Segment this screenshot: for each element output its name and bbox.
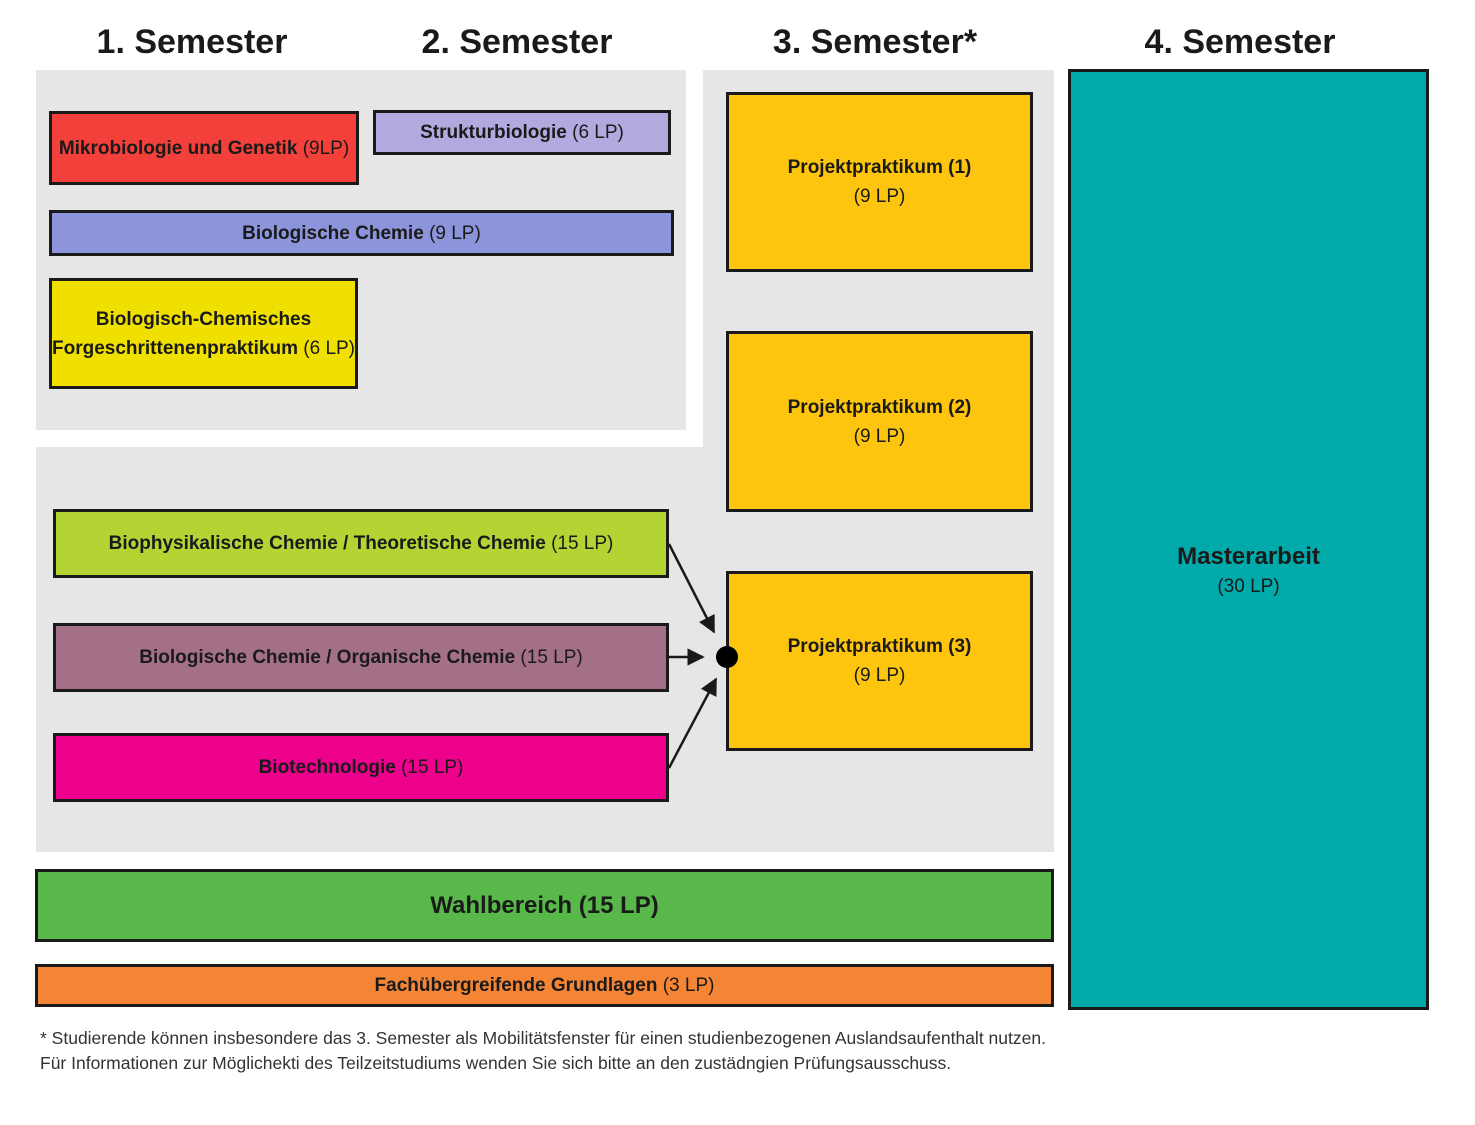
semester-3-header: 3. Semester* (772, 23, 978, 61)
module-name: Masterarbeit (1177, 543, 1320, 570)
semester-1-header: 1. Semester (96, 23, 288, 61)
module-organische-chemie: Biologische Chemie / Organische Chemie (… (53, 623, 669, 692)
module-name: Biologische Chemie / Organische Chemie (139, 647, 516, 668)
module-name: Projektpraktikum (3) (787, 636, 972, 657)
module-credits: (15 LP) (551, 533, 614, 554)
footnote-line-2: Für Informationen zur Möglichekti des Te… (40, 1053, 952, 1073)
module-name: Fachübergreifende Grundlagen (374, 975, 658, 996)
module-name: Biotechnologie (258, 757, 396, 778)
module-strukturbiologie: Strukturbiologie (6 LP) (373, 110, 671, 155)
module-projektpraktikum-3: Projektpraktikum (3) (9 LP) (726, 571, 1033, 751)
module-biophysikalische-chemie: Biophysikalische Chemie / Theoretische C… (53, 509, 669, 578)
module-name-line1: Biologisch-Chemisches (95, 308, 312, 330)
module-biotechnologie: Biotechnologie (15 LP) (53, 733, 669, 802)
module-credits: (30 LP) (1217, 576, 1280, 597)
module-name: Biophysikalische Chemie / Theoretische C… (108, 533, 546, 554)
arrow-biotech (667, 677, 718, 769)
module-name: Mikrobiologie und Genetik (58, 137, 298, 159)
module-name: Strukturbiologie (420, 122, 567, 143)
module-name-line2: Forgeschrittenenpraktikum (51, 337, 298, 359)
module-credits: (3 LP) (662, 975, 715, 996)
module-fachuebergreifende-grundlagen: Fachübergreifende Grundlagen (3 LP) (35, 964, 1054, 1007)
module-name: Biologische Chemie (242, 222, 424, 244)
module-credits: (6 LP) (303, 337, 356, 359)
semester-4-header: 4. Semester (1144, 23, 1336, 61)
module-credits: (9 LP) (429, 222, 481, 244)
arrow-biophysik (667, 543, 716, 634)
junction-dot (716, 646, 738, 668)
module-credits: (9 LP) (853, 186, 906, 207)
module-name: Wahlbereich (15 LP) (430, 892, 659, 919)
module-credits: (15 LP) (520, 647, 583, 668)
module-wahlbereich: Wahlbereich (15 LP) (35, 869, 1054, 942)
module-credits: (9LP) (302, 137, 350, 159)
semester-2-header: 2. Semester (421, 23, 613, 61)
module-mikrobiologie: Mikrobiologie und Genetik (9LP) (49, 111, 359, 185)
module-credits: (9 LP) (853, 665, 906, 686)
module-name: Projektpraktikum (1) (787, 157, 972, 178)
footnote-line-1: * Studierende können insbesondere das 3.… (40, 1028, 1046, 1048)
module-biologische-chemie: Biologische Chemie (9 LP) (49, 210, 674, 256)
module-masterarbeit: Masterarbeit (30 LP) (1068, 69, 1429, 1010)
module-credits: (15 LP) (401, 757, 464, 778)
module-projektpraktikum-1: Projektpraktikum (1) (9 LP) (726, 92, 1033, 272)
module-credits: (9 LP) (853, 425, 906, 447)
module-projektpraktikum-2: Projektpraktikum (2) (9 LP) (726, 331, 1033, 512)
module-fortgeschrittenenpraktikum: Biologisch-Chemisches Forgeschrittenenpr… (49, 278, 358, 389)
module-credits: (6 LP) (572, 122, 624, 143)
module-name: Projektpraktikum (2) (787, 396, 972, 418)
